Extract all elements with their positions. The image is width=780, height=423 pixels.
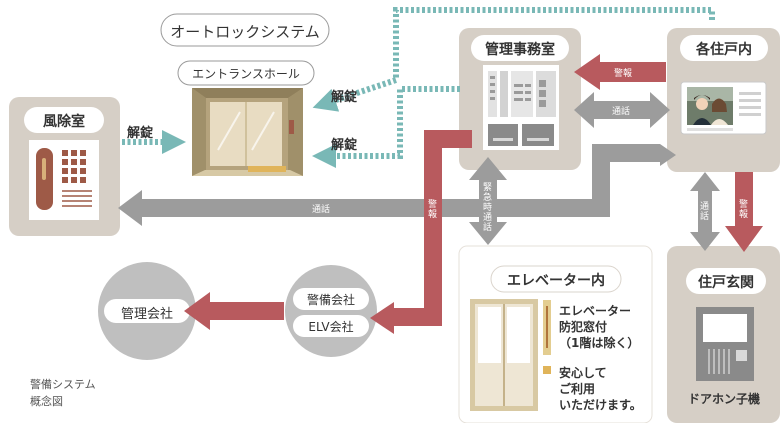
alarm-arrow-office-to-security bbox=[370, 130, 472, 334]
elevator-title-label: エレベーター内 bbox=[507, 273, 605, 289]
unlock-arrow-unit-to-hall bbox=[312, 7, 715, 112]
entrance-hall-doors-illustration bbox=[192, 88, 303, 176]
entrance-intercom-panel bbox=[29, 140, 99, 220]
door-phone-label: ドアホン子機 bbox=[687, 392, 760, 406]
system-title-pill bbox=[160, 13, 330, 47]
alarm-label-unit-to-office: 警報 bbox=[614, 69, 633, 79]
elevator-door-illustration bbox=[470, 299, 551, 411]
management-office-equipment bbox=[483, 65, 559, 150]
management-company-label: 管理会社 bbox=[120, 307, 173, 322]
elv-company-label: ELV会社 bbox=[308, 320, 354, 334]
elevator-note-line1: エレベーター bbox=[559, 304, 632, 318]
elevator-note-safe-line3: いただけます。 bbox=[559, 398, 642, 412]
unlock-label-from-unit: 解錠 bbox=[331, 90, 358, 105]
security-company-pill bbox=[293, 288, 369, 310]
call-label-office-unit: 通話 bbox=[612, 107, 631, 117]
alarm-arrow-unit-to-office bbox=[574, 54, 666, 90]
entrance-hall-label: エントランスホール bbox=[192, 67, 300, 81]
unit-title-pill bbox=[680, 35, 768, 61]
elevator-note-safe-line1: 安心して bbox=[559, 366, 607, 380]
emergency-call-arrow bbox=[469, 157, 507, 245]
door-phone-illustration bbox=[696, 307, 754, 381]
call-label-unit-vestibule: 通話 bbox=[312, 205, 331, 215]
alarm-arrow-security-to-management bbox=[184, 292, 284, 330]
entrance-title-pill bbox=[686, 268, 766, 294]
management-office-label: 管理事務室 bbox=[485, 42, 555, 58]
elevator-note-line3: （1階は除く） bbox=[559, 336, 640, 350]
security-company-circle bbox=[285, 265, 377, 357]
emergency-call-label: 緊急時通話 bbox=[483, 183, 493, 233]
unlock-label-vestibule: 解錠 bbox=[127, 126, 154, 141]
alarm-label-office-to-security: 警報 bbox=[428, 200, 438, 220]
call-arrow-unit-vestibule bbox=[118, 144, 676, 226]
vestibule-title-pill bbox=[24, 107, 104, 133]
elevator-note-line2: 防犯窓付 bbox=[559, 320, 608, 334]
elevator-note-safe-line2: ご利用 bbox=[559, 382, 596, 396]
unit-intercom-monitor bbox=[680, 81, 767, 135]
unit-entrance-label: 住戸玄関 bbox=[698, 275, 754, 291]
elv-company-pill bbox=[293, 315, 369, 337]
vestibule-label: 風除室 bbox=[43, 114, 85, 130]
security-company-label: 警備会社 bbox=[306, 293, 355, 307]
call-label-unit-entrance: 通話 bbox=[700, 202, 710, 222]
each-unit-label: 各住戸内 bbox=[696, 42, 752, 58]
alarm-label-entrance-to-unit: 警報 bbox=[739, 200, 749, 220]
system-title: オートロックシステム bbox=[170, 23, 320, 41]
diagram-caption: 警備システム 概念図 bbox=[30, 378, 96, 408]
elevator-title-pill bbox=[490, 265, 622, 293]
office-title-pill bbox=[471, 35, 569, 61]
call-arrow-unit-entrance bbox=[690, 172, 720, 251]
alarm-arrow-entrance-to-unit bbox=[725, 172, 763, 252]
entrance-hall-title-pill bbox=[177, 60, 315, 86]
call-arrow-office-unit bbox=[574, 92, 670, 128]
management-company-pill bbox=[104, 299, 190, 323]
unlock-label-from-office: 解錠 bbox=[331, 138, 358, 153]
unlock-arrow-office-to-hall bbox=[312, 86, 460, 168]
